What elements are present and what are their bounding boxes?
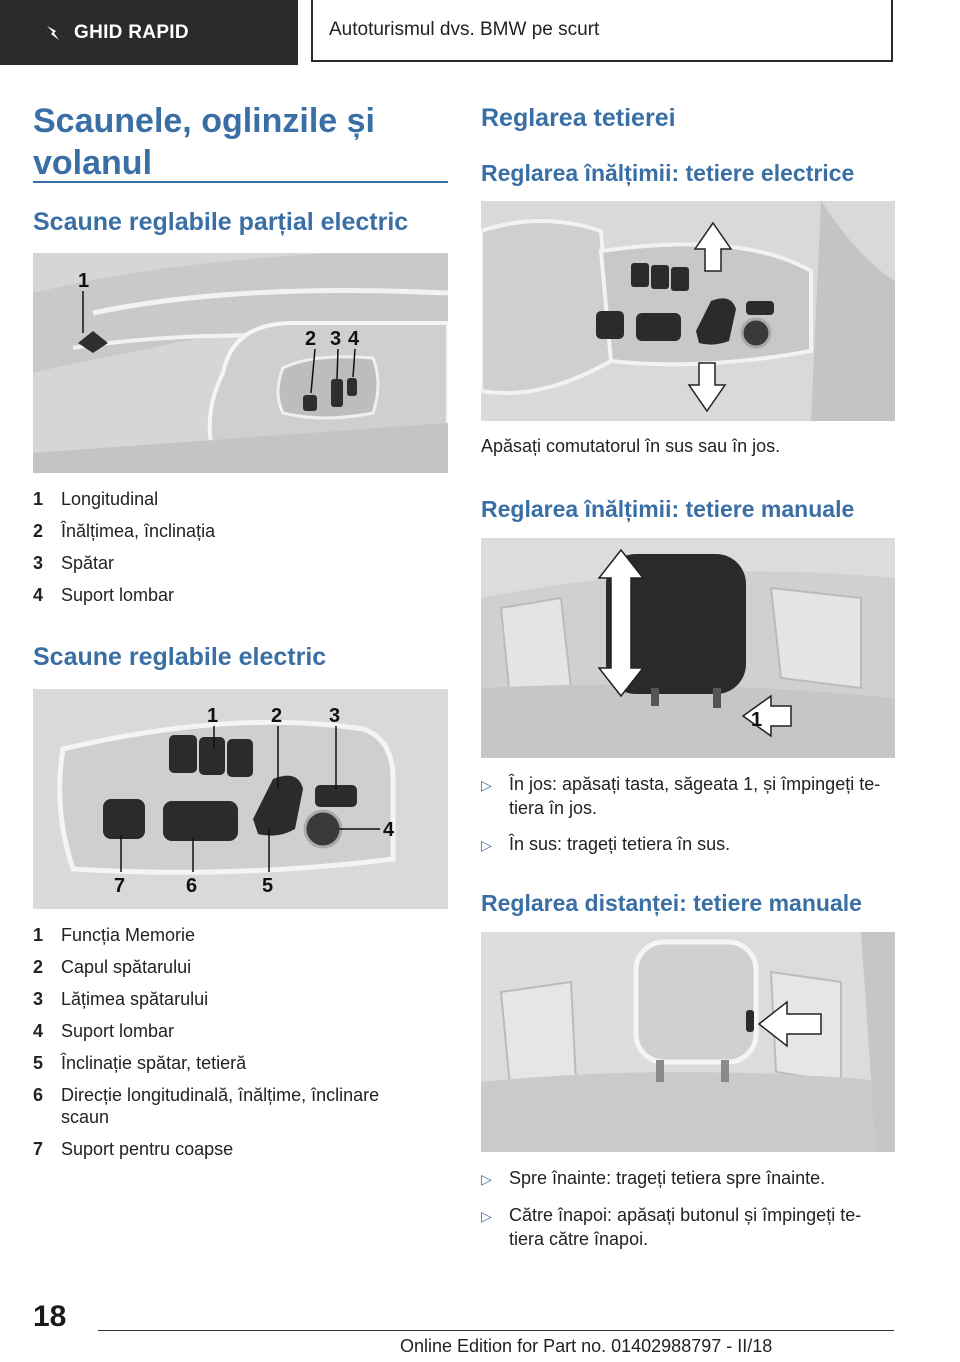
- partial-fig-label-3: 3: [330, 328, 341, 350]
- legend-text: Lățimea spătarului: [61, 989, 209, 1009]
- legend-item: 7 Suport pentru coapse: [33, 1138, 413, 1160]
- electric-height-text: Apăsați comutatorul în sus sau în jos.: [481, 436, 781, 456]
- legend-item: 3 Spătar: [33, 552, 448, 574]
- manual-distance-figure: [481, 932, 895, 1152]
- legend-item: 1 Longitudinal: [33, 488, 448, 510]
- electric-fig-label-2: 2: [271, 705, 282, 727]
- electric-fig-label-3: 3: [329, 705, 340, 727]
- electric-height-title: Reglarea înălțimii: tetiere electrice: [481, 160, 855, 186]
- legend-item: 1 Funcția Memorie: [33, 924, 413, 946]
- bullet-triangle-icon: ▷: [481, 1208, 492, 1224]
- electric-title: Scaune reglabile electric: [33, 643, 327, 671]
- legend-num: 3: [33, 989, 44, 1009]
- bullet-text: Spre înainte: trageți tetiera spre înain…: [509, 1168, 826, 1188]
- manual-height-title: Reglarea înălțimii: tetiere manuale: [481, 496, 855, 522]
- legend-num: 4: [33, 585, 44, 605]
- legend-text: Direcție longitudinală, înălțime, înclin…: [61, 1085, 380, 1127]
- partial-fig-label-4: 4: [348, 328, 360, 350]
- legend-text: Funcția Memorie: [61, 925, 196, 945]
- footer-edition: Online Edition for Part no. 01402988797 …: [400, 1336, 773, 1356]
- manual-fig-label-1: 1: [751, 709, 762, 731]
- bullet-text: Către înapoi: apăsați butonul și împinge…: [509, 1205, 862, 1249]
- legend-item: 2 Înălțimea, înclinația: [33, 520, 448, 542]
- list-item: ▷ În sus: trageți tetiera în sus.: [481, 832, 893, 857]
- legend-num: 1: [33, 489, 44, 509]
- bullet-triangle-icon: ▷: [481, 837, 492, 853]
- legend-item: 4 Suport lombar: [33, 1020, 413, 1042]
- legend-num: 1: [33, 925, 44, 945]
- header-title: Autoturismul dvs. BMW pe scurt: [311, 0, 893, 62]
- electric-fig-label-1: 1: [207, 705, 218, 727]
- bullet-triangle-icon: ▷: [481, 1171, 492, 1187]
- legend-text: Înălțimea, înclinația: [61, 521, 216, 541]
- partial-fig-label-1: 1: [78, 270, 89, 292]
- legend-num: 6: [33, 1085, 44, 1105]
- legend-num: 3: [33, 553, 44, 573]
- legend-item: 5 Înclinație spătar, tetieră: [33, 1052, 413, 1074]
- partial-seat-figure: 1 2 3 4: [33, 253, 448, 473]
- section-title: Scaunele, oglinzile și volanul: [33, 102, 375, 182]
- legend-text: Longitudinal: [61, 489, 159, 509]
- electric-headrest-figure: [481, 201, 895, 421]
- bullet-text: În sus: trageți tetiera în sus.: [509, 834, 731, 854]
- partial-legend: 1 Longitudinal 2 Înălțimea, înclinația 3 Sp…: [33, 488, 448, 616]
- legend-text: Suport lombar: [61, 1021, 175, 1041]
- legend-item: 6 Direcție longitudinală, înălțime, încli…: [33, 1084, 413, 1128]
- manual-height-bullets: ▷ În jos: apăsați tasta, săgeata 1, și îm…: [481, 772, 893, 869]
- legend-text: Suport pentru coapse: [61, 1139, 234, 1159]
- electric-seat-figure: 1 2 3 4 5 6 7: [33, 689, 448, 909]
- legend-num: 5: [33, 1053, 44, 1073]
- legend-text: Spătar: [61, 553, 115, 573]
- footer-rule: [98, 1330, 894, 1331]
- electric-fig-label-5: 5: [262, 875, 273, 897]
- partial-fig-label-2: 2: [305, 328, 316, 350]
- list-item: ▷ Către înapoi: apăsați butonul și împing…: [481, 1203, 893, 1251]
- page-number: 18: [33, 1300, 67, 1333]
- legend-item: 3 Lățimea spătarului: [33, 988, 413, 1010]
- legend-text: Înclinație spătar, tetieră: [61, 1053, 247, 1073]
- manual-distance-title: Reglarea distanței: tetiere manuale: [481, 890, 862, 916]
- headrest-title: Reglarea tetierei: [481, 104, 676, 132]
- header-tab: GHID RAPID: [0, 0, 298, 65]
- manual-distance-bullets: ▷ Spre înainte: trageți tetiera spre înai…: [481, 1166, 893, 1263]
- partial-electric-title: Scaune reglabile parțial electric: [33, 208, 409, 236]
- bullet-text: În jos: apăsați tasta, săgeata 1, și împ…: [509, 774, 881, 818]
- list-item: ▷ În jos: apăsați tasta, săgeata 1, și îm…: [481, 772, 893, 820]
- legend-num: 7: [33, 1139, 44, 1159]
- legend-num: 2: [33, 521, 44, 541]
- legend-item: 2 Capul spătarului: [33, 956, 413, 978]
- header-tab-label: GHID RAPID: [74, 21, 189, 43]
- section-rule: [33, 181, 448, 183]
- electric-fig-label-4: 4: [383, 819, 395, 841]
- legend-num: 2: [33, 957, 44, 977]
- electric-fig-label-7: 7: [114, 875, 125, 897]
- bullet-triangle-icon: ▷: [481, 777, 492, 793]
- legend-text: Suport lombar: [61, 585, 175, 605]
- legend-num: 4: [33, 1021, 44, 1041]
- quick-guide-icon: [44, 23, 64, 43]
- electric-fig-label-6: 6: [186, 875, 197, 897]
- manual-height-figure: 1: [481, 538, 895, 758]
- list-item: ▷ Spre înainte: trageți tetiera spre înai…: [481, 1166, 893, 1191]
- electric-legend: 1 Funcția Memorie 2 Capul spătarului 3 Lăți…: [33, 924, 413, 1170]
- legend-item: 4 Suport lombar: [33, 584, 448, 606]
- legend-text: Capul spătarului: [61, 957, 192, 977]
